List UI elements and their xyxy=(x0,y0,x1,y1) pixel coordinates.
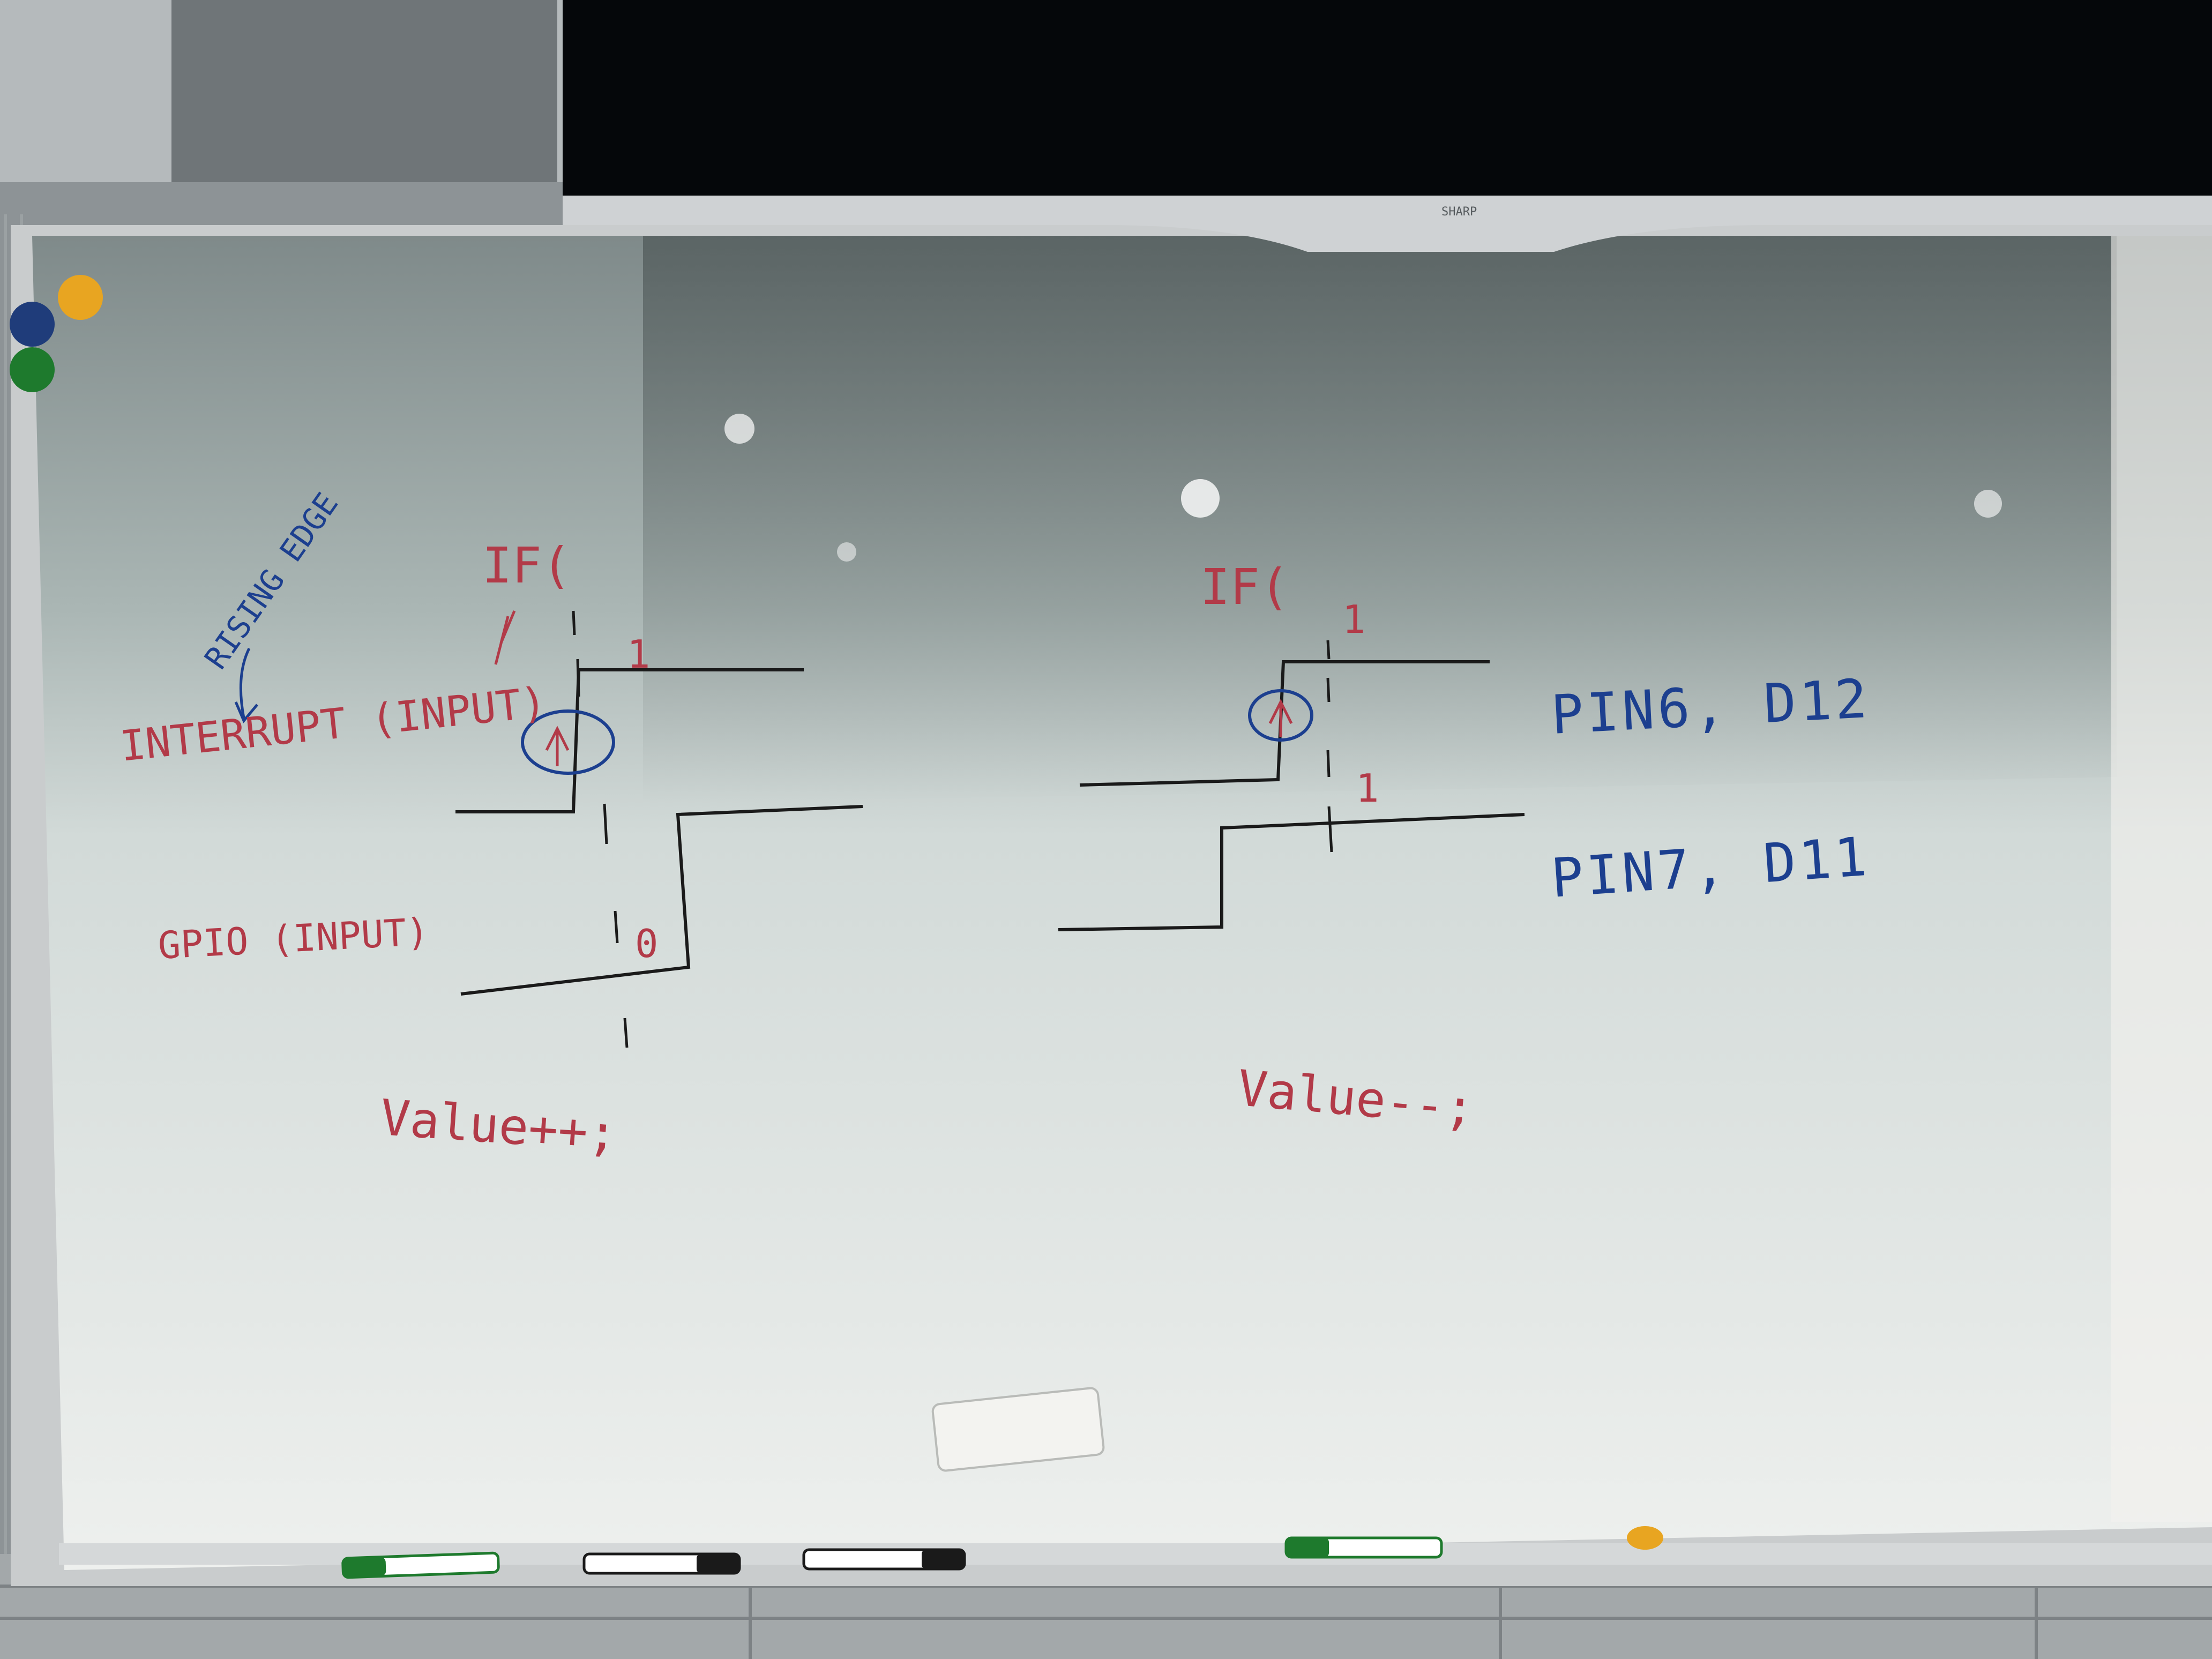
whiteboard-eraser[interactable] xyxy=(931,1387,1105,1472)
right-high-mark-top: 1 xyxy=(1342,597,1366,642)
right-gpio-waveform xyxy=(1058,813,1525,931)
right-sample-line xyxy=(1326,640,1333,853)
left-if-text: IF( xyxy=(482,537,572,594)
yellow-magnet xyxy=(58,275,103,320)
wall-panel xyxy=(171,0,557,182)
green-marker-cap xyxy=(342,1557,386,1578)
blue-magnet xyxy=(10,302,55,347)
black-marker-cap xyxy=(697,1554,739,1573)
rising-edge-marker xyxy=(521,709,615,775)
pin6-label: PIN6, D12 xyxy=(1549,667,1872,746)
rising-edge-arrow xyxy=(234,647,258,723)
green-magnet xyxy=(10,347,55,392)
interrupt-waveform xyxy=(455,668,804,813)
up-arrow-icon xyxy=(545,726,570,766)
right-rising-edge-marker xyxy=(1248,689,1313,742)
gpio-waveform xyxy=(460,805,863,996)
right-glare xyxy=(2111,236,2212,1522)
orange-cap[interactable] xyxy=(1627,1526,1663,1550)
right-high-mark-bottom: 1 xyxy=(1356,766,1379,811)
tv-brand: SHARP xyxy=(1441,205,1477,219)
black-marker-2-cap xyxy=(922,1550,965,1569)
left-low-mark: 0 xyxy=(635,921,659,966)
light-reflection xyxy=(1181,479,1220,518)
tv-bezel xyxy=(563,196,2212,252)
light-reflection xyxy=(724,414,754,444)
left-sample-line xyxy=(572,610,629,1048)
light-reflection xyxy=(1974,490,2002,518)
ceiling-reflection xyxy=(643,236,2117,804)
tv-screen xyxy=(563,0,2212,198)
green-marker-2-cap xyxy=(1286,1538,1329,1557)
lightning-icon xyxy=(494,610,516,665)
light-reflection xyxy=(837,542,856,562)
left-high-mark: 1 xyxy=(627,632,651,677)
right-up-arrow-icon xyxy=(1268,699,1293,737)
right-if-text: IF( xyxy=(1200,558,1290,616)
